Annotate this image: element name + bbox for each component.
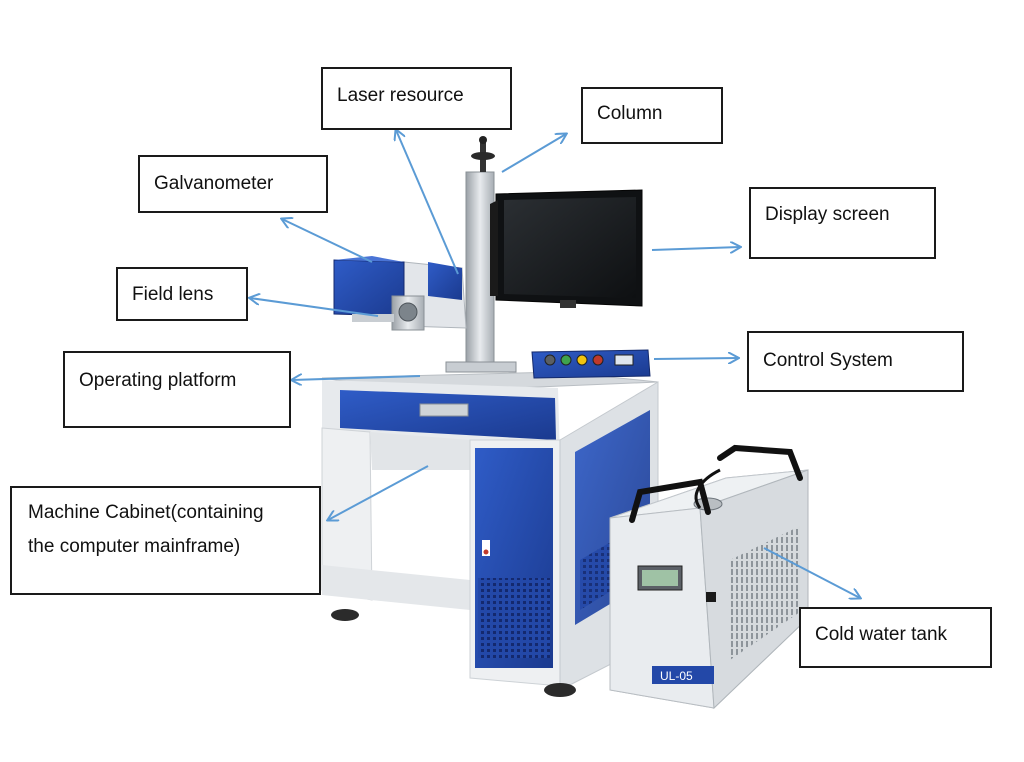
label-operating-platform: Operating platform [63,351,291,428]
chiller-brand-label: UL-05 [660,669,693,683]
label-galvanometer: Galvanometer [138,155,328,213]
control-system-panel [532,350,650,378]
label-operating-platform-text: Operating platform [79,364,275,398]
arrow-laser-resource [396,130,458,274]
label-control-system: Control System [747,331,964,392]
label-galvanometer-text: Galvanometer [154,167,312,201]
label-cold-water-tank-text: Cold water tank [815,618,976,652]
label-display-screen: Display screen [749,187,936,259]
label-column: Column [581,87,723,144]
label-display-screen-text: Display screen [765,198,920,232]
arrow-display-screen [652,247,740,250]
label-column-text: Column [597,97,707,131]
arrow-galvanometer [282,219,372,262]
laser-head [334,256,466,330]
label-control-system-text: Control System [763,344,948,378]
label-field-lens: Field lens [116,267,248,321]
label-machine-cabinet-line1: Machine Cabinet(containing [28,496,305,530]
arrow-column [502,134,566,172]
arrow-control-system [654,358,738,359]
label-machine-cabinet: Machine Cabinet(containing the computer … [10,486,321,595]
label-laser-resource: Laser resource [321,67,512,130]
display-screen [490,190,642,308]
label-field-lens-text: Field lens [132,278,232,312]
label-cold-water-tank: Cold water tank [799,607,992,668]
label-laser-resource-text: Laser resource [337,79,496,113]
label-machine-cabinet-line2: the computer mainframe) [28,530,305,564]
machine-cabinet [322,372,658,697]
